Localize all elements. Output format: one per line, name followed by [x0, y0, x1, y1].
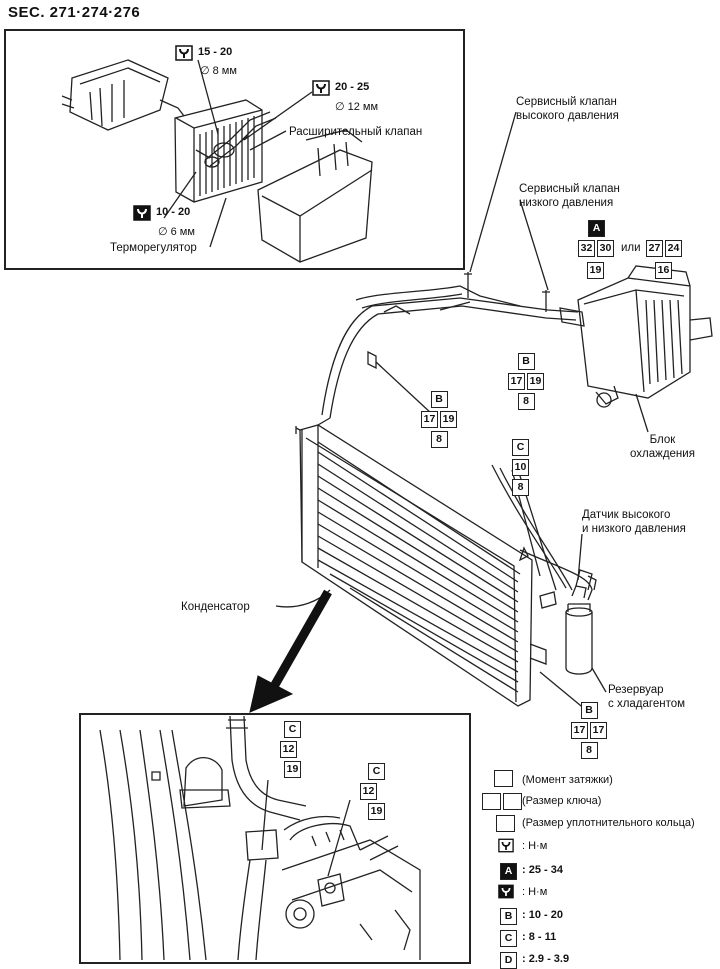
legend-torque-box	[494, 770, 513, 787]
legend-c-value: : 8 - 11	[522, 931, 557, 943]
oring-size: 16	[655, 262, 672, 279]
or-text: или	[621, 242, 641, 254]
wrench-size: 17	[571, 722, 588, 739]
oring-size: 8	[580, 742, 598, 759]
torque-icon-2	[312, 80, 330, 101]
legend-d-value: : 2.9 - 3.9	[522, 953, 570, 965]
detail-inset-frame	[79, 713, 471, 964]
legend-wrench-box	[482, 793, 501, 810]
oring-size: 8	[517, 393, 535, 410]
wrench-size: 12	[360, 783, 377, 800]
legend-oring-box	[496, 815, 515, 832]
oring-size-2: ∅ 12 мм	[335, 101, 379, 113]
legend-a-value: : 25 - 34	[522, 864, 563, 876]
torque-icon	[498, 838, 514, 858]
section-title: SEC. 271·274·276	[8, 4, 141, 21]
torque-icon-3	[133, 205, 151, 226]
legend-unit-2: : Н·м	[522, 886, 548, 898]
oring-size-1: ∅ 8 мм	[200, 65, 237, 77]
oring-size: 8	[512, 479, 529, 496]
wrench-size: 24	[665, 240, 682, 257]
wrench-size: 30	[597, 240, 614, 257]
torque-value-2: 20 - 25	[335, 81, 370, 93]
receiver-c-code-group: C 10 8	[512, 439, 529, 496]
wrench-size: 17	[590, 722, 607, 739]
code-letter-b: B	[580, 702, 598, 719]
legend-letter-c: C	[500, 930, 517, 947]
wrench-size: 12	[280, 741, 297, 758]
torque-value-1: 15 - 20	[198, 46, 233, 58]
legend-wrench-box	[503, 793, 522, 810]
refrigerant-piping	[317, 111, 593, 601]
oring-size: 19	[368, 803, 385, 820]
wrench-size: 17	[421, 411, 438, 428]
torque-icon-dark	[498, 884, 514, 904]
detail-c-code-group-2: C 12 19	[360, 763, 385, 820]
wrench-size: 19	[527, 373, 544, 390]
code-letter-b: B	[517, 353, 535, 370]
wrench-size: 19	[440, 411, 457, 428]
legend-letter-b: B	[500, 908, 517, 925]
oring-size: 8	[430, 431, 448, 448]
legend-letter-d: D	[500, 952, 517, 969]
detail-illustration	[99, 715, 421, 961]
detail-arrow	[249, 589, 332, 713]
cooling-unit-illustration	[577, 265, 713, 433]
condenser-illustration	[275, 424, 557, 707]
oring-size-3: ∅ 6 мм	[158, 226, 195, 238]
detail-c-code-group-1: C 12 19	[280, 721, 301, 778]
legend: (Момент затяжки) (Размер ключа) (Размер …	[482, 770, 718, 969]
code-letter-a: A	[588, 220, 605, 237]
legend-letter-a: A	[500, 863, 517, 880]
torque-icon-1	[175, 45, 193, 66]
legend-oring-text: (Размер уплотнительного кольца)	[522, 817, 695, 829]
legend-wrench-text: (Размер ключа)	[522, 795, 602, 807]
thermostat-label: Терморегулятор	[110, 242, 197, 254]
receiver-drier-illustration	[511, 469, 607, 716]
legend-unit-1: : Н·м	[522, 840, 548, 852]
top-inset-frame	[4, 29, 465, 270]
code-letter-c: C	[368, 763, 385, 780]
evaporator-illustration	[61, 59, 373, 263]
wrench-size: 10	[512, 459, 529, 476]
expansion-valve-label: Расширительный клапан	[289, 126, 423, 138]
oring-size: 19	[587, 262, 604, 279]
wrench-size: 17	[508, 373, 525, 390]
legend-torque-text: (Момент затяжки)	[522, 774, 613, 786]
code-letter-c: C	[284, 721, 301, 738]
torque-value-3: 10 - 20	[156, 206, 191, 218]
legend-b-value: : 10 - 20	[522, 909, 563, 921]
wrench-size: 32	[578, 240, 595, 257]
condenser-label: Конденсатор	[181, 601, 250, 613]
code-letter-c: C	[512, 439, 529, 456]
oring-size: 19	[284, 761, 301, 778]
code-letter-b: B	[430, 391, 448, 408]
wrench-size: 27	[646, 240, 663, 257]
